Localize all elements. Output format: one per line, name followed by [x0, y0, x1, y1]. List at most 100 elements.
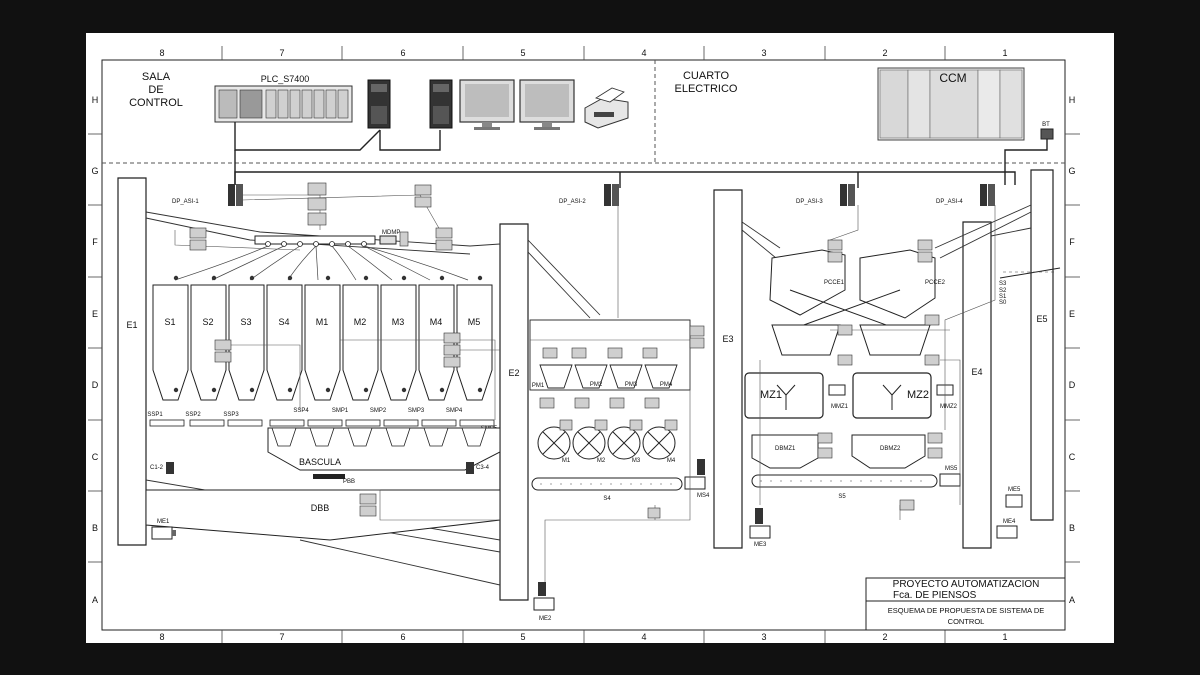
asi-module-label: DP_ASI-2 — [559, 199, 586, 205]
motor-icon — [151, 526, 176, 540]
silo-shape — [456, 284, 493, 401]
row-label-right: H — [1069, 95, 1076, 105]
bt-label: BT — [1042, 122, 1050, 128]
row-label-right: A — [1069, 595, 1075, 605]
silo-shape — [190, 284, 227, 401]
profibus-trunk — [234, 171, 1016, 185]
row-label-right: G — [1068, 166, 1075, 176]
dbb-hopper — [145, 489, 501, 541]
col-label-bottom: 4 — [641, 632, 646, 642]
conveyor-label: S4 — [603, 496, 611, 502]
elevator-e1 — [117, 177, 147, 546]
screw-label: SMP3 — [408, 408, 425, 414]
silo-shape — [342, 284, 379, 401]
distribution-pipes — [174, 245, 469, 281]
mixer-motor-label: MMZ1 — [831, 404, 849, 410]
row-label-left: H — [92, 95, 99, 105]
c12-label: C1-2 — [150, 465, 164, 471]
col-label-top: 3 — [761, 48, 766, 58]
switch-label: S3 — [999, 281, 1007, 287]
mdmp-motor — [379, 235, 397, 245]
monitor-icon — [519, 79, 575, 130]
pc-tower-icon — [367, 79, 391, 129]
silo-shape — [418, 284, 455, 401]
col-label-top: 8 — [159, 48, 164, 58]
project-title: PROYECTO AUTOMATIZACION — [893, 579, 1040, 590]
mill-label: M3 — [632, 458, 641, 464]
row-label-left: B — [92, 523, 98, 533]
col-label-top: 7 — [279, 48, 284, 58]
drawing-description: CONTROL — [948, 617, 985, 626]
col-label-top: 5 — [520, 48, 525, 58]
mixer-mz1 — [744, 372, 824, 419]
discharge-hoppers — [751, 434, 926, 469]
col-label-top: 2 — [882, 48, 887, 58]
silo-label: M4 — [430, 317, 443, 327]
mill-label: M4 — [667, 458, 676, 464]
bascula-label: BASCULA — [299, 457, 341, 467]
row-ticks — [88, 133, 1080, 563]
elevator-e3 — [713, 189, 743, 549]
dbb-label: DBB — [311, 503, 330, 513]
mixer-label: MZ1 — [760, 389, 782, 401]
asi-module-icon — [840, 184, 855, 206]
discharger-label: DBMZ2 — [880, 446, 901, 452]
silo-label: M5 — [468, 317, 481, 327]
pbb-label: PBB — [343, 479, 355, 485]
switch-label: S2 — [999, 288, 1007, 294]
pre-mill-hoppers — [539, 364, 678, 389]
row-label-right: B — [1069, 523, 1075, 533]
plc-rack-icon — [214, 85, 353, 123]
pm-label: PM1 — [532, 383, 545, 389]
col-label-bottom: 8 — [159, 632, 164, 642]
distributor-valves — [265, 241, 367, 247]
plc-label: PLC_S7400 — [261, 74, 310, 84]
motor-icon — [684, 459, 706, 490]
row-label-left: F — [92, 237, 98, 247]
control-network-cable — [234, 122, 441, 185]
conveyor-label: S5 — [838, 494, 846, 500]
silo-shape — [228, 284, 265, 401]
column-ticks — [221, 46, 946, 643]
switch-label: S0 — [999, 300, 1007, 306]
svg-text:CUARTO: CUARTO — [683, 70, 729, 82]
asi-module-icon — [604, 184, 619, 206]
screw-conveyors — [149, 419, 495, 427]
svg-text:SALA: SALA — [142, 71, 171, 83]
motor-label: ME1 — [157, 519, 170, 525]
elevator-label: E1 — [126, 320, 137, 330]
asi-module-label: DP_ASI-1 — [172, 199, 199, 205]
printer-icon — [584, 87, 629, 129]
mixer-motor-icon — [828, 384, 846, 396]
screw-label: SSP4 — [293, 408, 309, 414]
row-label-right: F — [1069, 237, 1075, 247]
discharger-label: DBMZ1 — [775, 446, 796, 452]
elevator-label: E5 — [1036, 314, 1047, 324]
row-label-right: C — [1069, 452, 1076, 462]
c34-label: C3-4 — [476, 465, 490, 471]
mill-label: M2 — [597, 458, 606, 464]
silo-shape — [152, 284, 189, 401]
silo-label: S2 — [202, 317, 213, 327]
silo-shape — [304, 284, 341, 401]
svg-text:ELECTRICO: ELECTRICO — [675, 83, 738, 95]
load-cell — [466, 462, 474, 474]
col-label-bottom: 5 — [520, 632, 525, 642]
mill-cross-icons — [542, 431, 671, 455]
silo-shape — [380, 284, 417, 401]
inner-frame — [101, 59, 1066, 631]
silo-group — [152, 284, 493, 401]
drawing-description: ESQUEMA DE PROPUESTA DE SISTEMA DE — [888, 606, 1045, 615]
mixer-motor-label: MMZ2 — [940, 404, 958, 410]
elevator-label: E3 — [722, 334, 733, 344]
motor-icon — [996, 525, 1018, 539]
mill-group — [537, 426, 676, 460]
motor-icon — [939, 473, 961, 487]
silo-label: M2 — [354, 317, 367, 327]
elevator-e5 — [1030, 169, 1054, 521]
level-sensors — [173, 275, 483, 393]
col-label-bottom: 1 — [1002, 632, 1007, 642]
motor-label: MS4 — [697, 493, 710, 499]
elevator-e2 — [499, 223, 529, 601]
